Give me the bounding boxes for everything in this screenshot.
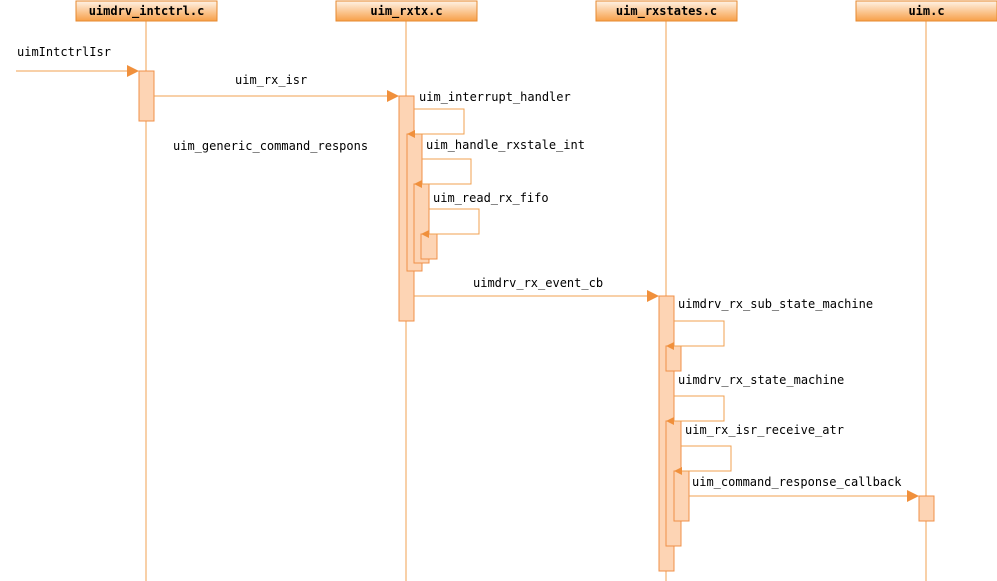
self-call-arrow-uim-read-rx-fifo[interactable]	[421, 208, 480, 238]
message-label-uim-handle-rxstale-int: uim_handle_rxstale_int	[426, 138, 585, 152]
participant-label: uim_rxstates.c	[616, 4, 717, 19]
participant-headers: uimdrv_intctrl.c uim_rxtx.c uim_rxstates…	[75, 0, 997, 22]
participant-uim-rxtx[interactable]: uim_rxtx.c	[335, 0, 478, 22]
message-label-uim-interrupt-handler: uim_interrupt_handler	[419, 90, 571, 104]
activation-bar-rxstates-2	[665, 345, 682, 372]
participant-uim[interactable]: uim.c	[855, 0, 997, 22]
self-call-arrow-uim-interrupt-handler[interactable]	[407, 108, 465, 138]
message-label-uim-generic-command-respons: uim_generic_command_respons	[173, 139, 368, 153]
message-label-uimdrv-rx-state-machine: uimdrv_rx_state_machine	[678, 373, 844, 387]
message-label-uim-command-response-callback: uim_command_response_callback	[692, 475, 902, 489]
message-labels: uimIntctrlIsr uim_rx_isr uim_interrupt_h…	[17, 45, 902, 489]
message-label-uim-rx-isr-receive-atr: uim_rx_isr_receive_atr	[685, 423, 844, 437]
participant-uim-rxstates[interactable]: uim_rxstates.c	[595, 0, 738, 22]
participant-uimdrv-intctrl[interactable]: uimdrv_intctrl.c	[75, 0, 218, 22]
activation-bar-rxtx-4	[420, 233, 438, 260]
self-call-arrow-uim-rx-isr-receive-atr[interactable]	[674, 445, 732, 475]
activation-bar-intctrl	[138, 70, 155, 122]
message-label-uimdrv-rx-event-cb: uimdrv_rx_event_cb	[473, 276, 603, 290]
self-call-arrow-uimdrv-rx-state-machine[interactable]	[666, 395, 725, 425]
message-arrows	[16, 65, 919, 502]
activation-bars	[138, 70, 935, 572]
activation-bar-rxstates-4	[673, 470, 690, 522]
activation-bar-uim	[918, 495, 935, 522]
participant-label: uimdrv_intctrl.c	[89, 4, 205, 19]
self-call-arrow-uim-handle-rxstale-int[interactable]	[414, 158, 472, 188]
participant-label: uim.c	[908, 4, 944, 18]
self-call-arrow-uimdrv-rx-sub-state-machine[interactable]	[666, 320, 725, 350]
participant-label: uim_rxtx.c	[370, 4, 442, 19]
message-label-uimintctrlisr: uimIntctrlIsr	[17, 45, 111, 59]
message-label-uim-read-rx-fifo: uim_read_rx_fifo	[433, 191, 549, 205]
message-label-uim-rx-isr: uim_rx_isr	[235, 73, 307, 87]
message-label-uimdrv-rx-sub-state-machine: uimdrv_rx_sub_state_machine	[678, 297, 873, 311]
